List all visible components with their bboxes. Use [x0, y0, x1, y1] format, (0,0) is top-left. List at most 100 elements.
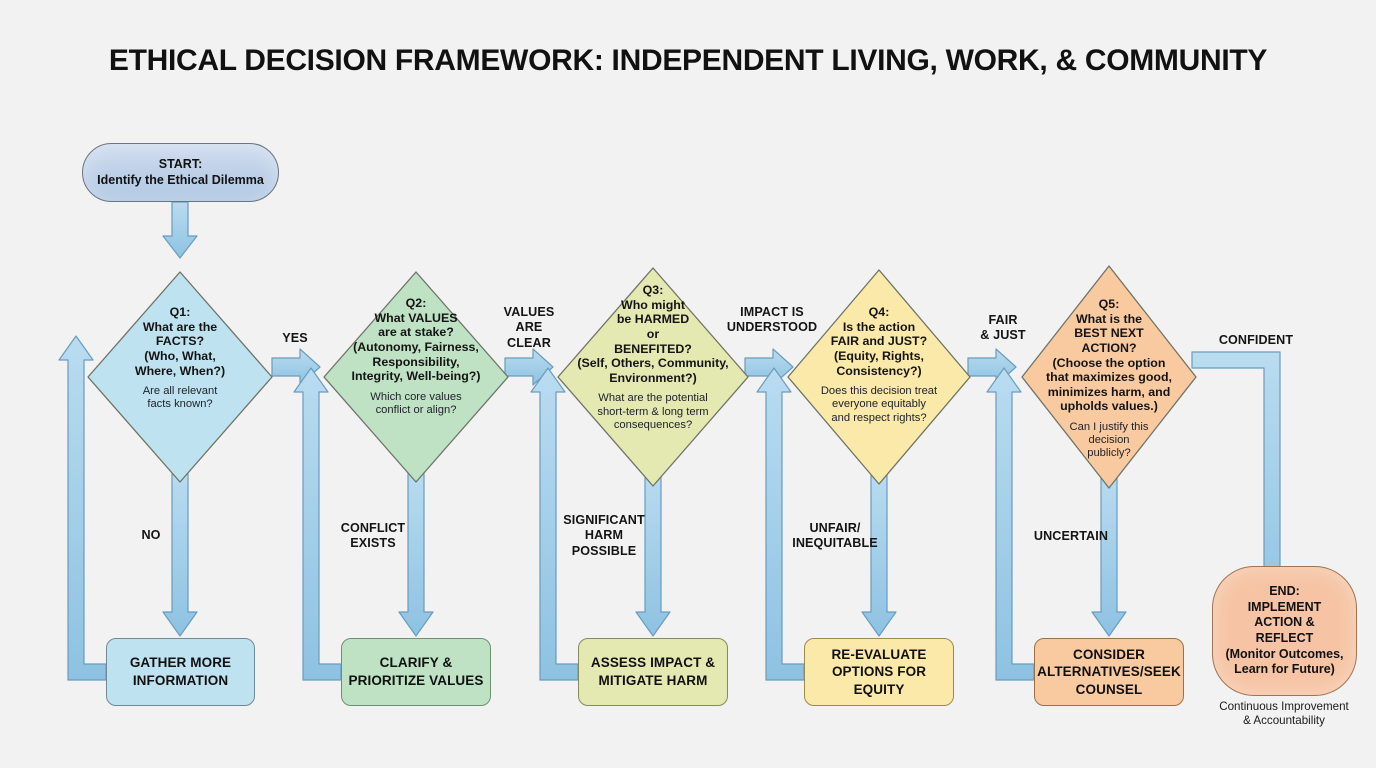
- arrow-reevaluate-loop-to-q4: [756, 367, 805, 681]
- vac-2: CLEAR: [507, 335, 551, 350]
- q3-diamond-shape: [557, 267, 749, 487]
- edge-label-yes: YES: [266, 331, 324, 346]
- shp-1: HARM: [584, 528, 624, 543]
- shp-0: SIGNIFICANT: [563, 513, 645, 527]
- q2-line-4: Responsibility,: [372, 354, 460, 369]
- q5-sub-0: Can I justify this: [1069, 421, 1149, 433]
- q4-line-0: Q4:: [868, 305, 890, 319]
- ui-0: UNFAIR/: [809, 521, 861, 535]
- node-end-implement-action-reflect[interactable]: END: IMPLEMENT ACTION & REFLECT (Monitor…: [1212, 566, 1357, 696]
- q5-line-2: BEST NEXT: [1074, 326, 1144, 341]
- node-consider-alternatives-seek-counsel[interactable]: CONSIDER ALTERNATIVES/SEEK COUNSEL: [1034, 638, 1184, 706]
- arrow-counsel-loop-to-q5: [986, 367, 1035, 681]
- q5-line-7: upholds values.): [1060, 399, 1158, 414]
- node-start-line2: Identify the Ethical Dilemma: [97, 172, 264, 187]
- q1-line-2: FACTS?: [155, 334, 205, 349]
- node-q1-text[interactable]: Q1: What are the FACTS? (Who, What, Wher…: [90, 305, 270, 412]
- edge-label-confident-text: CONFIDENT: [1218, 333, 1294, 347]
- arrow-q1-to-gather: [162, 469, 198, 637]
- fj-1: & JUST: [980, 328, 1026, 343]
- node-q4-text[interactable]: Q4: Is the action FAIR and JUST? (Equity…: [789, 305, 969, 425]
- q1-sub-0: Are all relevant: [142, 385, 218, 398]
- edge-label-yes-text: YES: [282, 331, 308, 345]
- arrow-q2-to-clarify: [398, 469, 434, 637]
- arrow-gather-loop-to-q1: [58, 335, 107, 681]
- arrow-assess-loop-to-q3: [530, 367, 579, 681]
- node-q3-text[interactable]: Q3: Who might be HARMED or BENEFITED? (S…: [553, 283, 753, 432]
- q4-sub-1: everyone equitably: [832, 398, 926, 411]
- q3-line-4: BENEFITED?: [614, 341, 692, 356]
- node-gather-more-information[interactable]: GATHER MORE INFORMATION: [106, 638, 255, 706]
- q4-line-4: Consistency?): [836, 363, 922, 378]
- clarify-line-0: CLARIFY &: [379, 655, 453, 671]
- reevaluate-line-0: RE-EVALUATE: [831, 646, 927, 662]
- arrow-q5-to-counsel: [1091, 469, 1127, 637]
- q2-sub-1: conflict or align?: [375, 403, 457, 416]
- q3-line-3: or: [646, 326, 660, 341]
- node-clarify-prioritize-values[interactable]: CLARIFY & PRIORITIZE VALUES: [341, 638, 491, 706]
- node-q2-text[interactable]: Q2: What VALUES are at stake? (Autonomy,…: [320, 296, 512, 417]
- node-start-line1: START:: [158, 156, 203, 171]
- end-line-5: Learn for Future): [1234, 662, 1335, 677]
- end-line-2: ACTION &: [1254, 615, 1315, 630]
- q2-line-0: Q2:: [405, 296, 427, 310]
- edge-label-values-are-clear: VALUES ARE CLEAR: [498, 305, 560, 351]
- q5-line-5: that maximizes good,: [1046, 370, 1172, 385]
- ui-1: INEQUITABLE: [792, 536, 878, 551]
- node-start[interactable]: START: Identify the Ethical Dilemma: [82, 143, 279, 202]
- end-line-0: END:: [1269, 584, 1300, 599]
- q1-sub-1: facts known?: [147, 398, 213, 411]
- vac-1: ARE: [515, 320, 543, 335]
- edge-label-uncertain-text: UNCERTAIN: [1033, 529, 1109, 543]
- gather-line-1: INFORMATION: [132, 673, 229, 688]
- q4-line-3: (Equity, Rights,: [834, 348, 924, 363]
- q1-line-3: (Who, What,: [144, 348, 216, 363]
- q3-line-0: Q3:: [642, 283, 664, 297]
- edge-label-fair-and-just: FAIR & JUST: [974, 313, 1032, 344]
- end-caption: Continuous Improvement & Accountability: [1196, 700, 1372, 729]
- q3-sub-1: short-term & long term: [597, 405, 709, 418]
- node-assess-impact-mitigate-harm[interactable]: ASSESS IMPACT & MITIGATE HARM: [578, 638, 728, 706]
- q5-line-6: minimizes harm, and: [1047, 384, 1171, 399]
- fj-0: FAIR: [988, 313, 1018, 327]
- end-line-1: IMPLEMENT: [1247, 599, 1322, 614]
- q2-sub-0: Which core values: [370, 390, 462, 403]
- clarify-line-1: PRIORITIZE VALUES: [348, 673, 484, 688]
- page-title: ETHICAL DECISION FRAMEWORK: INDEPENDENT …: [108, 44, 1268, 77]
- edge-label-confident: CONFIDENT: [1210, 333, 1302, 348]
- edge-label-impact-is-understood: IMPACT IS UNDERSTOOD: [722, 305, 822, 336]
- iu-0: IMPACT IS: [740, 305, 804, 319]
- q3-line-5: (Self, Others, Community,: [577, 356, 729, 371]
- counsel-line-1: ALTERNATIVES/SEEK: [1037, 664, 1181, 680]
- edge-label-no-text: NO: [141, 528, 161, 542]
- vac-0: VALUES: [503, 305, 555, 319]
- q4-sub-2: and respect rights?: [831, 411, 927, 424]
- edge-label-significant-harm-possible: SIGNIFICANT HARM POSSIBLE: [556, 513, 652, 559]
- arrow-q3-to-q4: [744, 348, 794, 386]
- edge-label-unfair-inequitable: UNFAIR/ INEQUITABLE: [785, 521, 885, 552]
- q1-diamond-shape: [87, 271, 273, 483]
- gather-line-0: GATHER MORE: [129, 655, 232, 671]
- ce-1: EXISTS: [350, 536, 396, 551]
- node-reevaluate-options-for-equity[interactable]: RE-EVALUATE OPTIONS FOR EQUITY: [804, 638, 954, 706]
- q1-line-1: What are the: [142, 319, 218, 334]
- q2-line-2: are at stake?: [378, 325, 454, 340]
- q5-diamond-shape: [1021, 265, 1197, 489]
- edge-label-uncertain: UNCERTAIN: [1026, 529, 1116, 544]
- q5-line-1: What is the: [1075, 311, 1143, 326]
- arrow-start-to-q1: [162, 201, 198, 259]
- q3-line-1: Who might: [621, 297, 685, 312]
- counsel-line-0: CONSIDER: [1072, 646, 1146, 662]
- shp-2: POSSIBLE: [571, 543, 637, 558]
- q3-sub-0: What are the potential: [598, 392, 708, 405]
- q2-line-3: (Autonomy, Fairness,: [353, 339, 479, 354]
- end-caption-line-1: & Accountability: [1243, 714, 1325, 728]
- edge-label-conflict-exists: CONFLICT EXISTS: [330, 521, 416, 552]
- q2-diamond-shape: [323, 271, 509, 483]
- q1-line-4: Where, When?): [134, 363, 226, 378]
- end-caption-line-0: Continuous Improvement: [1219, 700, 1349, 713]
- node-q5-text[interactable]: Q5: What is the BEST NEXT ACTION? (Choos…: [1017, 297, 1201, 461]
- arrow-q3-to-assess: [635, 469, 671, 637]
